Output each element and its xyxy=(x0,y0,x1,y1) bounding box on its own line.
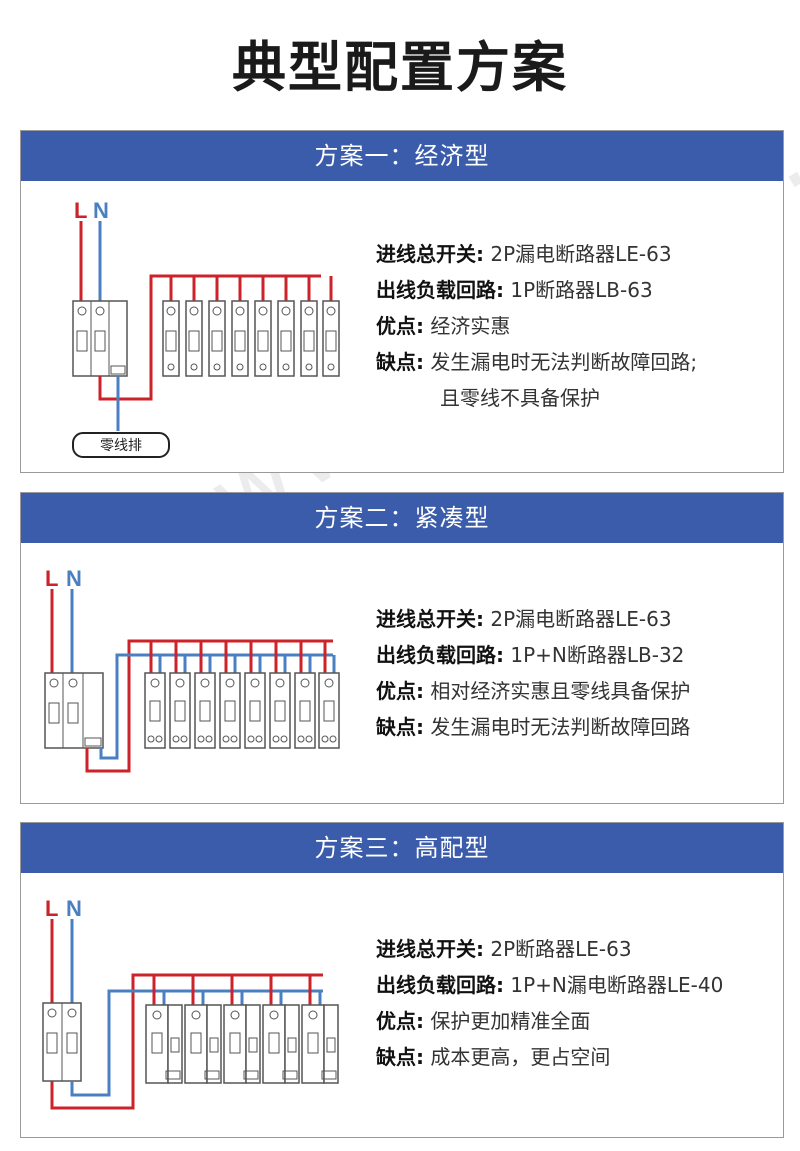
spec-value: 且零线不具备保护 xyxy=(440,386,600,410)
spec-key: 缺点: xyxy=(376,1045,424,1069)
neutral-label: N xyxy=(93,198,109,223)
spec-key: 缺点: xyxy=(376,350,424,374)
neutral-bar xyxy=(72,432,170,458)
branch-breakers xyxy=(145,975,339,1084)
spec-value: 相对经济实惠且零线具备保护 xyxy=(430,679,691,703)
spec-value: 成本更高，更占空间 xyxy=(430,1045,611,1069)
spec-key: 出线负载回路: xyxy=(376,973,504,997)
spec-value: 1P断路器LB-63 xyxy=(510,278,653,302)
spec-key: 优点: xyxy=(376,1009,424,1033)
live-label: L xyxy=(45,896,58,921)
spec-key: 出线负载回路: xyxy=(376,643,504,667)
scheme-2-card: 方案二：紧凑型 L N 进线总开关: 2P漏电断路器L xyxy=(20,492,784,804)
scheme-3-title: 方案三：高配型 xyxy=(21,823,783,873)
scheme-1-title: 方案一：经济型 xyxy=(21,131,783,181)
scheme-2-diagram: L N xyxy=(44,566,340,773)
live-label: L xyxy=(74,198,87,223)
spec-value: 保护更加精准全面 xyxy=(430,1009,591,1033)
scheme-3-diagram: L N xyxy=(42,896,339,1110)
scheme-1-info: 进线总开关: 2P漏电断路器LE-63 出线负载回路: 1P断路器LB-63 优… xyxy=(376,236,697,416)
spec-value: 2P断路器LE-63 xyxy=(490,937,632,961)
main-breaker xyxy=(44,672,104,749)
spec-key: 优点: xyxy=(376,679,424,703)
neutral-label: N xyxy=(66,896,82,921)
spec-value: 1P+N断路器LB-32 xyxy=(510,643,685,667)
neutral-bar-label: 零线排 xyxy=(100,438,142,454)
spec-value: 发生漏电时无法判断故障回路; xyxy=(430,350,698,374)
branch-breakers xyxy=(144,641,340,749)
spec-key: 进线总开关: xyxy=(376,937,484,961)
spec-key: 进线总开关: xyxy=(376,242,484,266)
spec-value: 发生漏电时无法判断故障回路 xyxy=(430,715,691,739)
page-title: 典型配置方案 xyxy=(232,36,568,99)
branch-breakers xyxy=(162,276,340,377)
main-breaker xyxy=(72,300,128,377)
neutral-label: N xyxy=(66,566,82,591)
main-breaker xyxy=(42,1002,82,1082)
scheme-1-card: 方案一：经济型 L N xyxy=(20,130,784,473)
spec-value: 经济实惠 xyxy=(430,314,511,338)
spec-key: 缺点: xyxy=(376,715,424,739)
scheme-3-info: 进线总开关: 2P断路器LE-63 出线负载回路: 1P+N漏电断路器LE-40… xyxy=(376,931,723,1075)
scheme-2-title: 方案二：紧凑型 xyxy=(21,493,783,543)
scheme-1-diagram: L N xyxy=(72,198,340,458)
scheme-2-info: 进线总开关: 2P漏电断路器LE-63 出线负载回路: 1P+N断路器LB-32… xyxy=(376,601,690,745)
scheme-3-card: 方案三：高配型 L N 进线总开关: 2P断路器LE-63 出线负载回路: 1P… xyxy=(20,822,784,1138)
spec-value: 1P+N漏电断路器LE-40 xyxy=(510,973,724,997)
spec-key: 出线负载回路: xyxy=(376,278,504,302)
spec-value: 2P漏电断路器LE-63 xyxy=(490,607,672,631)
spec-key: 优点: xyxy=(376,314,424,338)
spec-key: 进线总开关: xyxy=(376,607,484,631)
spec-value: 2P漏电断路器LE-63 xyxy=(490,242,672,266)
live-label: L xyxy=(45,566,58,591)
